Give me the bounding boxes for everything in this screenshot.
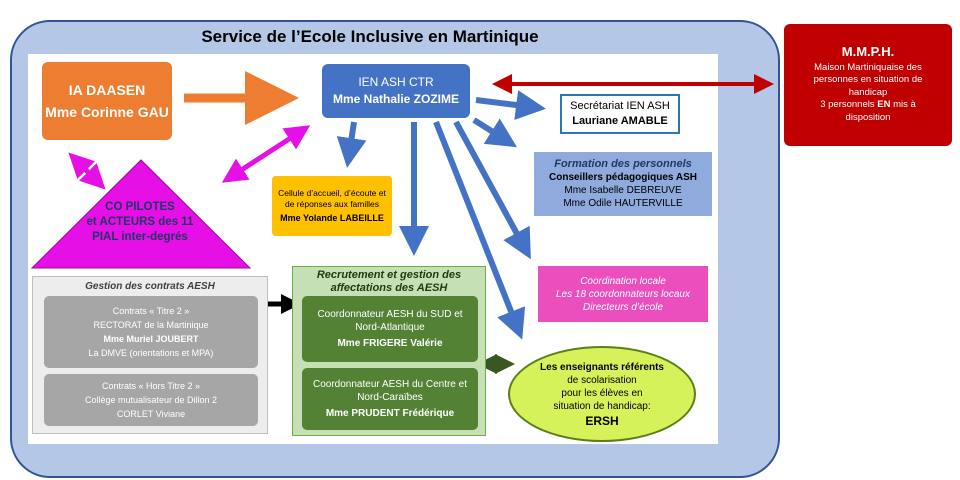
ien-secretariat-arrow — [475, 90, 546, 120]
formation-title: Formation des personnels — [554, 158, 692, 170]
recrutement-title-2: affectations des AESH — [330, 282, 448, 294]
mdph-line-4: 3 personnels EN mis à — [820, 99, 916, 112]
sud-line-1: Coordonnateur AESH du SUD et — [317, 309, 463, 320]
ia-role: IA DAASEN — [68, 82, 146, 98]
ien-copilotes-arrow — [221, 125, 311, 183]
sud-line-2: Nord-Atlantique — [355, 322, 425, 333]
sud-name: Mme FRIGERE Valérie — [337, 338, 443, 349]
ien-formation-arrow — [472, 117, 518, 148]
c2-line-2: Collège mutualisateur de Dillon 2 — [84, 395, 218, 405]
copilotes-line-3: PIAL inter-degrés — [92, 231, 188, 243]
contrats-hors-titre2-box: Contrats « Hors Titre 2 » Collège mutual… — [44, 374, 258, 426]
coordination-line-1: Coordination locale — [580, 275, 666, 287]
formation-box: Formation des personnels Conseillers péd… — [534, 152, 712, 216]
mdph-line-4-c: mis à — [890, 99, 916, 110]
ersh-line-3: pour les élèves en — [561, 387, 643, 399]
cellule-name: Mme Yolande LABEILLE — [280, 213, 384, 223]
centre-line-2: Nord-Caraïbes — [357, 392, 423, 403]
secretariat-name: Lauriane AMABLE — [572, 115, 668, 127]
ia-copilotes-arrow — [68, 152, 106, 190]
ien-ash-box: IEN ASH CTR Mme Nathalie ZOZIME — [322, 64, 470, 118]
mdph-line-5: disposition — [845, 111, 891, 123]
mdph-line-1: Maison Martiniquaise des — [814, 61, 922, 73]
mdph-line-2: personnes en situation de — [813, 74, 923, 85]
mdph-line-4-b: EN — [877, 99, 891, 110]
copilotes-label: CO PILOTES et ACTEURS des 11 PIAL inter-… — [60, 200, 220, 245]
coordo-sud-box: Coordonnateur AESH du SUD et Nord-Atlant… — [302, 296, 478, 362]
mdph-line-3: handicap — [848, 86, 888, 98]
ien-cellule-arrow — [336, 121, 367, 168]
c1-line-4: La DMVE (orientations et MPA) — [88, 348, 214, 358]
recrutement-title: Recrutement et gestion des affectations … — [293, 269, 485, 295]
mdph-box: M.M.P.H. Maison Martiniquaise des person… — [784, 24, 952, 146]
formation-subtitle: Conseillers pédagogiques ASH — [549, 172, 697, 183]
ia-daasen-box: IA DAASEN Mme Corinne GAU — [42, 62, 172, 140]
ersh-line-1: Les enseignants référents — [540, 361, 664, 373]
centre-name: Mme PRUDENT Frédérique — [325, 408, 455, 419]
formation-person-1: Mme Isabelle DEBREUVE — [564, 185, 682, 196]
c2-line-1: Contrats « Hors Titre 2 » — [101, 381, 201, 391]
ersh-line-2: de scolarisation — [567, 374, 637, 386]
coordo-centre-box: Coordonnateur AESH du Centre et Nord-Car… — [302, 368, 478, 430]
copilotes-triangle — [30, 159, 252, 269]
copilotes-line-1: CO PILOTES — [105, 201, 175, 213]
ien-role: IEN ASH CTR — [358, 75, 434, 89]
mdph-line-4-a: 3 personnels — [820, 99, 878, 110]
contrats-titre2-box: Contrats « Titre 2 » RECTORAT de la Mart… — [44, 296, 258, 368]
coordination-box: Coordination locale Les 18 coordonnateur… — [538, 266, 708, 322]
ersh-line-4: situation de handicap: — [553, 400, 651, 412]
ien-coordination-arrow — [453, 120, 531, 260]
formation-person-2: Mme Odile HAUTERVILLE — [563, 198, 683, 209]
cellule-text: Cellule d’accueil, d’écoute et de répons… — [278, 188, 386, 209]
gestion-title: Gestion des contrats AESH — [85, 281, 215, 292]
ien-ersh-arrow — [433, 120, 526, 340]
secretariat-box: Secrétariat IEN ASH Lauriane AMABLE — [560, 94, 680, 134]
copilotes-line-2: et ACTEURS des 11 — [86, 216, 194, 228]
page-title: Service de l’Ecole Inclusive en Martiniq… — [201, 27, 539, 46]
ersh-acronym: ERSH — [585, 413, 619, 428]
ersh-ellipse: Les enseignants référents de scolarisati… — [508, 346, 696, 442]
centre-line-1: Coordonnateur AESH du Centre et — [313, 379, 467, 390]
c2-line-3: CORLET Viviane — [116, 409, 186, 419]
secretariat-role: Secrétariat IEN ASH — [570, 100, 670, 112]
c1-line-1: Contrats « Titre 2 » — [112, 306, 190, 316]
ia-name: Mme Corinne GAU — [45, 104, 169, 120]
mdph-title: M.M.P.H. — [841, 44, 895, 59]
cellule-accueil-box: Cellule d’accueil, d’écoute et de répons… — [272, 176, 392, 236]
coordination-line-2: Les 18 coordonnateurs locaux — [556, 288, 690, 300]
c1-line-3: Mme Muriel JOUBERT — [103, 334, 199, 344]
coordination-line-3: Directeurs d’école — [582, 301, 664, 313]
c1-line-2: RECTORAT de la Martinique — [93, 320, 209, 330]
ien-name: Mme Nathalie ZOZIME — [332, 92, 460, 106]
recrutement-title-1: Recrutement et gestion des — [316, 269, 462, 281]
